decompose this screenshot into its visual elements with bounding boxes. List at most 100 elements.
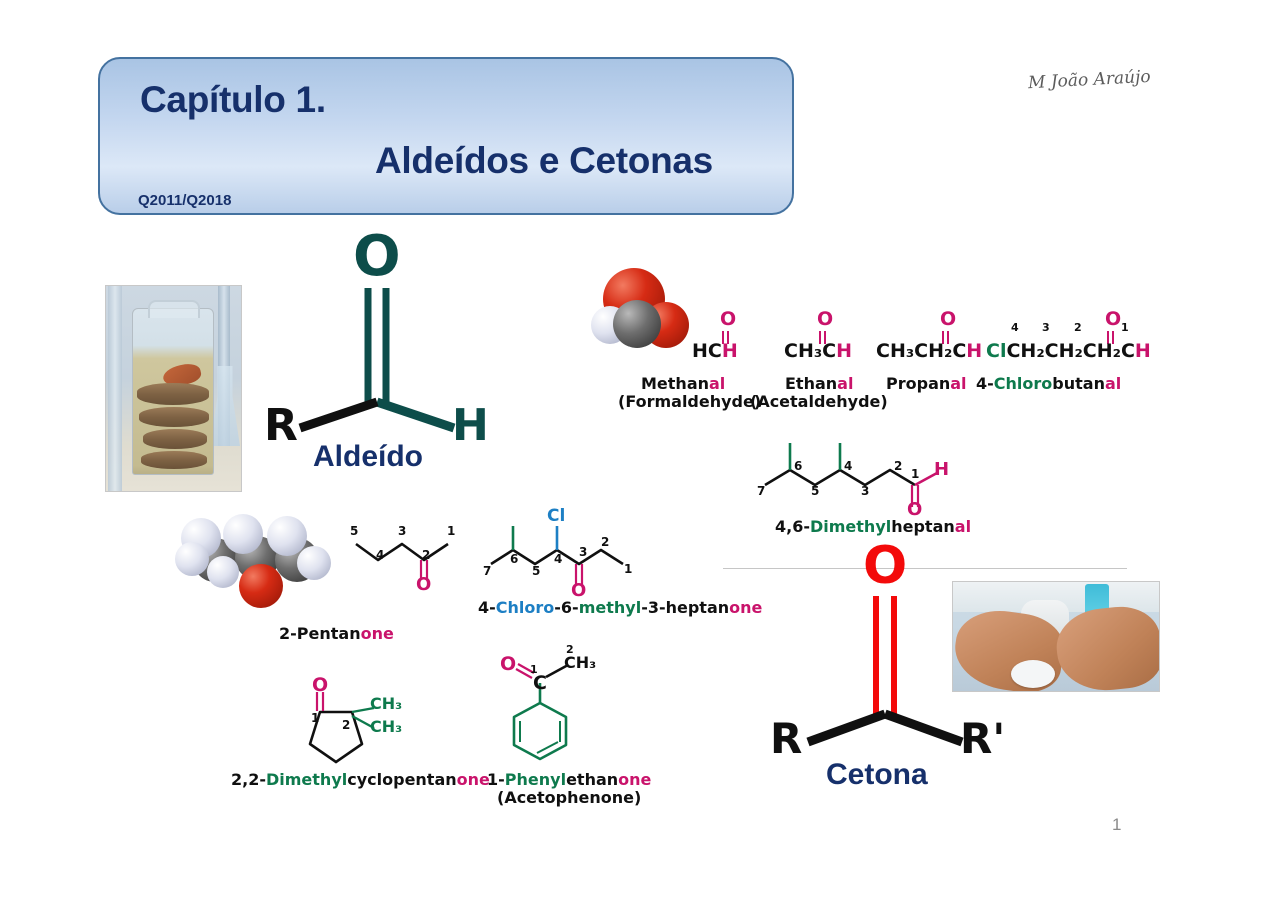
ketone-structure: O R R' [768, 536, 1018, 763]
ethanal-name: Ethanal [785, 374, 853, 393]
acetophenone-carbon-label: C [533, 672, 547, 694]
propanal-formula: O CH₃CH₂CH [876, 308, 982, 362]
name-segment: one [729, 598, 763, 617]
aldehyde-r-label: R [264, 400, 298, 451]
page-number: 1 [1112, 815, 1122, 834]
formula-segment: H [966, 340, 983, 362]
hydrogen-atom [207, 556, 239, 588]
name-segment: ethan [566, 770, 619, 789]
formula-segment: H [836, 340, 853, 362]
name-segment: Methan [641, 374, 709, 393]
chloromethylheptanone-skeleton [490, 526, 624, 586]
title-box: Capítulo 1. Aldeídos e Cetonas Q2011/Q20… [98, 57, 794, 215]
snake-body [137, 383, 209, 405]
name-segment: Phenyl [504, 770, 567, 789]
aldehyde-structure: O R H [258, 224, 508, 451]
section-divider [723, 568, 1127, 569]
name-segment: one [360, 624, 394, 643]
chlorobutanal-condensed-formula: ClCH₂CH₂CH₂CH [986, 340, 1151, 362]
name-segment: -6- [554, 598, 579, 617]
formula-segment: CH₂CH₂CH₂C [1006, 340, 1135, 362]
ring-number: 1 [311, 711, 320, 725]
author-name: M João Araújo [1027, 66, 1152, 94]
formula-segment: HC [692, 340, 722, 362]
snake-body [139, 407, 209, 427]
formaldehyde-space-filling-model [591, 268, 703, 364]
right-hand [1052, 602, 1159, 691]
chain-number: 2 [1074, 321, 1082, 334]
name-segment: Dimethyl [265, 770, 348, 789]
methyl-group-label: CH₃ [370, 694, 403, 713]
chlorine-substituent-label: Cl [547, 506, 566, 526]
chain-number: 2 [566, 643, 574, 656]
chloromethylheptanone-structure: Cl 7 6 5 4 3 2 1 O [483, 506, 658, 607]
methanal-common-name: (Formaldehyde) [618, 392, 762, 411]
name-segment: Dimethyl [809, 517, 892, 536]
phenylethanone-structure: O C 1 2 CH₃ [500, 643, 615, 770]
chain-number: 3 [398, 524, 407, 538]
name-segment: butan [1052, 374, 1105, 393]
ethanal-condensed-formula: CH₃CH [784, 340, 852, 362]
chain-number: 5 [811, 484, 820, 498]
heptanal-oxygen-label: O [907, 499, 923, 520]
chain-number: 1 [624, 562, 633, 576]
double-bond [819, 331, 826, 344]
ethanal-common-name: (Acetaldehyde) [750, 392, 888, 411]
chain-number: 3 [861, 484, 870, 498]
acetophenone-skeleton [512, 663, 569, 761]
chain-number: 3 [579, 545, 588, 559]
pentanone-skeleton [355, 542, 449, 580]
chain-number: 2 [894, 459, 903, 473]
name-segment: Chloro [495, 598, 555, 617]
ketone-caption: Cetona [826, 758, 928, 791]
name-segment: al [954, 517, 972, 536]
name-segment: Chloro [993, 374, 1053, 393]
chain-number: 6 [510, 552, 519, 566]
page-title-line1: Capítulo 1. [140, 79, 326, 120]
chain-number: 5 [350, 524, 359, 538]
phenylethanone-name: 1-Phenylethanone [487, 770, 651, 789]
aldehyde-h-label: H [452, 400, 489, 451]
methanal-formula: O HCH [692, 308, 760, 362]
ketone-rprime-label: R' [960, 714, 1006, 763]
aldehyde-caption: Aldeído [313, 440, 423, 473]
carbonyl-oxygen-label: O [1105, 308, 1122, 330]
name-segment: 4,6- [775, 517, 810, 536]
chloromethylheptanone-name: 4-Chloro-6-methyl-3-heptanone [478, 598, 762, 617]
pentanone-oxygen-label: O [416, 574, 432, 595]
chlorobutanal-formula: O 4 3 2 1 ClCH₂CH₂CH₂CH [986, 305, 1151, 362]
acetophenone-oxygen-label: O [500, 653, 517, 675]
chain-number: 2 [601, 535, 610, 549]
formula-segment: CH₃CH₂C [876, 340, 967, 362]
hydrogen-atom [223, 514, 263, 554]
page-title-line2: Aldeídos e Cetonas [375, 140, 713, 181]
carbonyl-oxygen-label: O [720, 308, 737, 330]
dimethylheptanal-skeleton [764, 443, 938, 507]
dimethylcyclopentanone-structure: O 1 2 CH₃ CH₃ [290, 674, 405, 772]
name-segment: al [950, 374, 967, 393]
name-segment: Propan [886, 374, 951, 393]
aldehyde-oxygen-label: O [353, 224, 401, 289]
name-segment: one [456, 770, 490, 789]
chain-number: 7 [483, 564, 492, 578]
cotton-pad [1011, 660, 1055, 688]
double-bond [722, 331, 729, 344]
aldehyde-bonds [298, 288, 456, 433]
carbonyl-oxygen-label: O [940, 308, 957, 330]
dimethylcyclopentanone-name: 2,2-Dimethylcyclopentanone [231, 770, 490, 789]
name-segment: 1- [487, 770, 505, 789]
ring-number: 2 [342, 718, 351, 732]
formula-segment: CH₃C [784, 340, 837, 362]
name-segment: al [1104, 374, 1122, 393]
methyl-group-label: CH₃ [564, 653, 597, 672]
nail-polish-remover-photo [952, 581, 1160, 692]
chain-number: 4 [554, 552, 563, 566]
chain-number: 3 [1042, 321, 1050, 334]
methyl-group-label: CH₃ [370, 717, 403, 736]
name-segment: heptan [891, 517, 955, 536]
chain-number: 4 [376, 548, 385, 562]
double-bond [942, 331, 949, 344]
name-segment: Ethan [785, 374, 838, 393]
chlorobutanal-name: 4-Chlorobutanal [976, 374, 1121, 393]
